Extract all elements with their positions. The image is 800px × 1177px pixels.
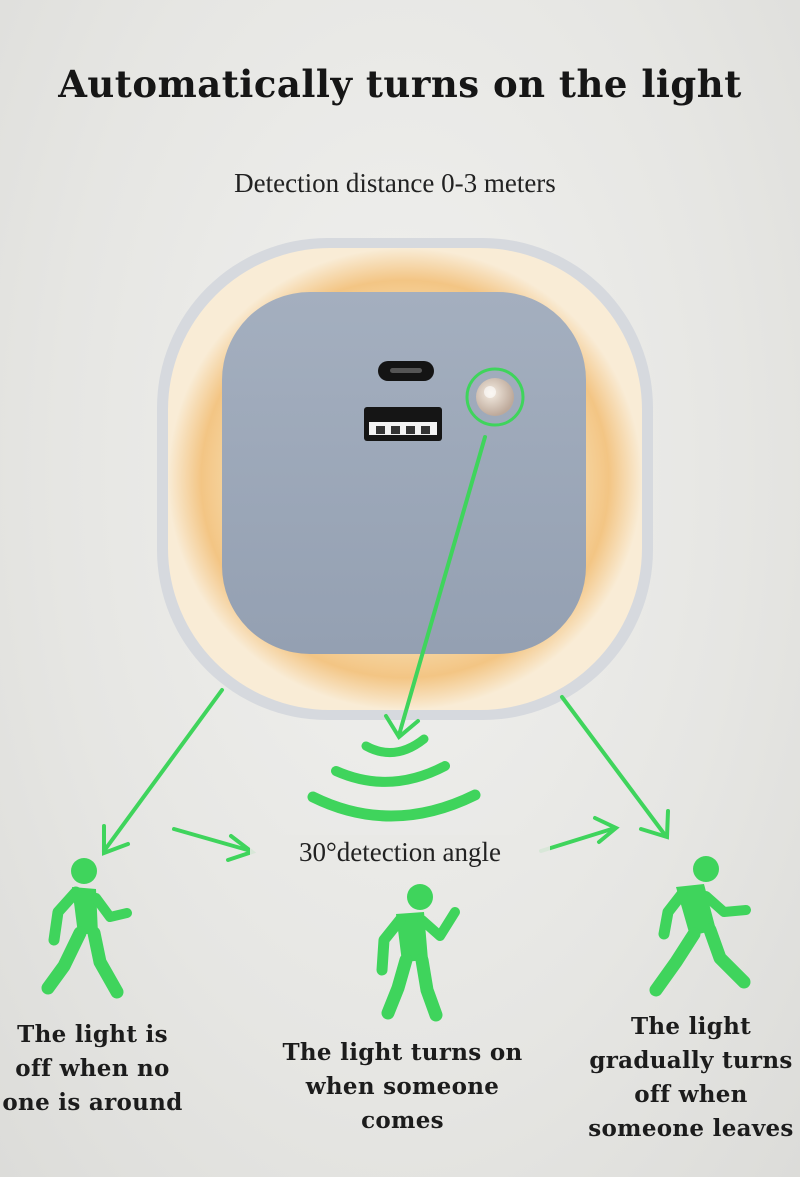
arrow-to-left	[102, 688, 224, 856]
sensor-ray-arrow	[384, 435, 487, 741]
detection-angle-label: 30°detection angle	[250, 835, 550, 870]
caption-no-one-around: The light is off when no one is around	[2, 1021, 183, 1116]
arrow-left-to-center	[172, 827, 257, 862]
caption-someone-leaves: The light gradually turns off when someo…	[588, 1013, 794, 1142]
walking-person-icon	[649, 856, 751, 997]
page-title: Automatically turns on the light	[58, 62, 742, 106]
usb-a-port-icon	[364, 407, 442, 441]
arrow-to-right	[560, 695, 670, 840]
caption-someone-comes: The light turns on when someone comes	[282, 1039, 523, 1134]
walking-person-icon	[376, 884, 460, 1022]
lamp-face	[222, 292, 586, 654]
walking-person-icon	[41, 858, 132, 999]
motion-sensor-icon	[465, 367, 525, 427]
usb-c-port-icon	[378, 361, 434, 381]
arrow-center-to-right	[539, 816, 620, 853]
detection-distance-label: Detection distance 0-3 meters	[234, 168, 556, 198]
lamp-body	[157, 238, 653, 720]
signal-waves-icon	[307, 734, 481, 822]
